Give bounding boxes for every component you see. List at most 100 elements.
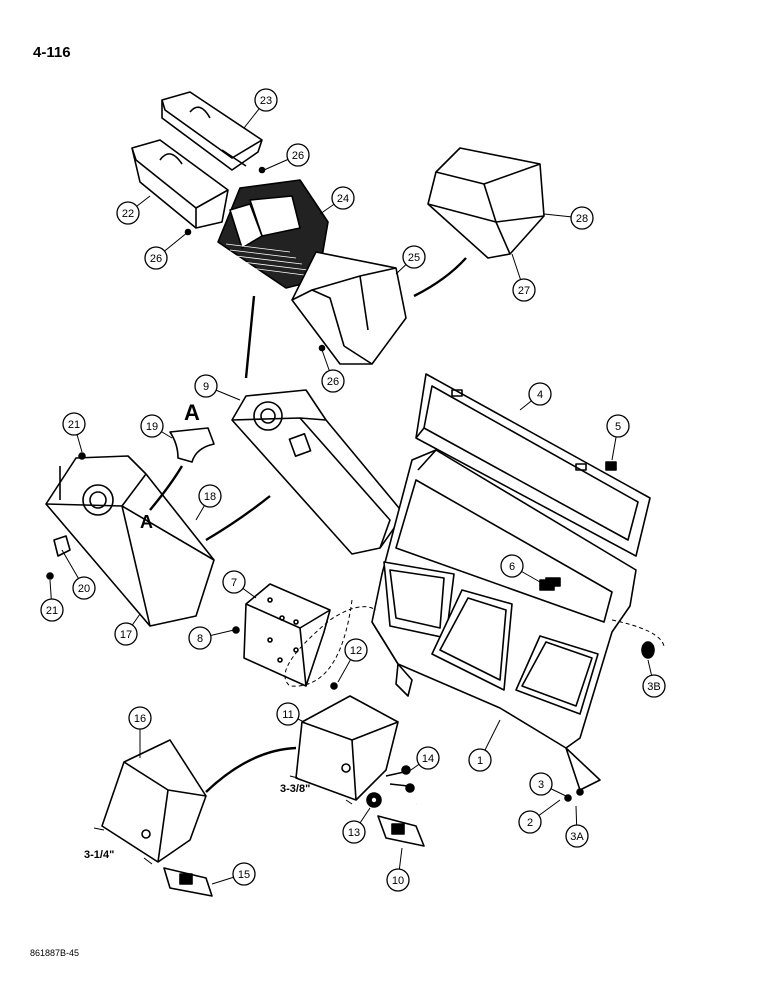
view-label-a-ref: A: [140, 512, 153, 532]
callout-circle: [72, 576, 96, 600]
callout-number: 3B: [647, 681, 660, 693]
callout-circle: [194, 374, 218, 398]
part-17-column-shroud: [45, 455, 215, 627]
callout-number: 2: [527, 817, 533, 829]
callout-19: 19: [140, 414, 173, 439]
callout-5: 5: [606, 414, 630, 461]
callout-22: 22: [116, 195, 151, 225]
part-7-cover-plate: [243, 583, 331, 687]
callout-circle: [402, 245, 426, 269]
callout-number: 15: [238, 869, 250, 881]
callout-circle: [116, 201, 140, 225]
callout-circle: [62, 412, 86, 436]
callout-circle: [518, 810, 542, 834]
figure-id: 861887B-45: [30, 948, 80, 958]
callout-number: 12: [350, 645, 362, 657]
callout-number: 3A: [570, 831, 584, 843]
callout-9: 9: [194, 374, 241, 401]
callout-circle: [232, 862, 256, 886]
callout-circle: [342, 820, 366, 844]
callout-circle: [344, 638, 368, 662]
part-14-keys: [385, 765, 415, 793]
view-label-a: A: [184, 400, 200, 425]
callout-number: 22: [122, 208, 134, 220]
part-9-column-shroud: [231, 389, 405, 555]
callout-number: 26: [292, 150, 304, 162]
callout-circle: [512, 278, 536, 302]
callout-number: 11: [282, 709, 293, 721]
callout-13: 13: [342, 807, 371, 844]
callout-24: 24: [319, 186, 355, 215]
callout-number: 5: [615, 421, 621, 433]
part-13-lock: [366, 792, 382, 808]
callout-number: 26: [327, 376, 339, 388]
callout-circle: [198, 484, 222, 508]
callout-number: 3: [538, 779, 544, 791]
callout-28: 28: [543, 206, 594, 230]
part-1-console: [371, 449, 637, 791]
callout-number: 8: [197, 633, 203, 645]
callout-group: 1233A3B456789101112131415161718192021212…: [40, 88, 666, 892]
callout-circle: [254, 88, 278, 112]
part-19-clip: [169, 427, 215, 463]
callout-18: 18: [195, 484, 222, 521]
callout-circle: [188, 626, 212, 650]
part-16-door-panel: [101, 739, 207, 863]
callout-circle: [128, 706, 152, 730]
callout-10: 10: [386, 847, 410, 892]
callout-number: 25: [408, 252, 420, 264]
callout-17: 17: [114, 613, 141, 646]
connector-lines: [149, 257, 467, 793]
callout-number: 13: [348, 827, 360, 839]
callout-number: 20: [78, 583, 90, 595]
part-20-bracket: [53, 535, 71, 557]
callout-circle: [114, 622, 138, 646]
callout-number: 16: [134, 713, 146, 725]
callout-circle: [642, 674, 666, 698]
part-25-gauge-housing: [291, 251, 407, 365]
callout-circle: [144, 246, 168, 270]
callout-number: 6: [509, 561, 515, 573]
part-15-latch: [163, 867, 213, 897]
callout-number: 21: [46, 605, 58, 617]
callout-number: 26: [150, 253, 162, 265]
callout-number: 28: [576, 213, 588, 225]
callout-number: 4: [537, 389, 543, 401]
dimension-marks: 3-3/8" 3-1/4": [84, 775, 353, 865]
part-27-28-cap-housing: [427, 147, 545, 259]
callout-8: 8: [188, 626, 235, 650]
callout-circle: [416, 746, 440, 770]
callout-number: 21: [68, 419, 80, 431]
callout-circle: [386, 868, 410, 892]
part-23-bracket: [161, 91, 263, 171]
callout-3b: 3B: [642, 659, 666, 698]
dimension-3-3-8: 3-3/8": [280, 783, 310, 795]
page-number: 4-116: [33, 44, 71, 61]
callout-circle: [321, 369, 345, 393]
callout-number: 14: [422, 753, 434, 765]
callout-number: 9: [203, 381, 209, 393]
callout-circle: [40, 598, 64, 622]
callout-number: 10: [392, 875, 404, 887]
callout-number: 27: [518, 285, 530, 297]
callout-circle: [500, 554, 524, 578]
callout-15: 15: [211, 862, 256, 886]
callout-11: 11: [276, 702, 305, 726]
callout-20: 20: [61, 549, 96, 600]
part-22-bracket: [131, 139, 229, 229]
callout-3: 3: [529, 772, 567, 797]
callout-21: 21: [40, 579, 64, 622]
callout-circle: [565, 824, 589, 848]
callout-number: 17: [120, 629, 132, 641]
callout-3a: 3A: [565, 805, 589, 848]
callout-26: 26: [263, 143, 310, 171]
part-10-latch: [377, 815, 425, 847]
callout-12: 12: [337, 638, 368, 683]
callout-7: 7: [222, 570, 257, 599]
callout-circle: [140, 414, 164, 438]
callout-1: 1: [468, 719, 501, 772]
part-11-door-panel: [295, 695, 399, 801]
fasteners: [46, 166, 655, 802]
view-labels: A A: [140, 400, 200, 532]
part-4-console-lid: [415, 373, 651, 557]
